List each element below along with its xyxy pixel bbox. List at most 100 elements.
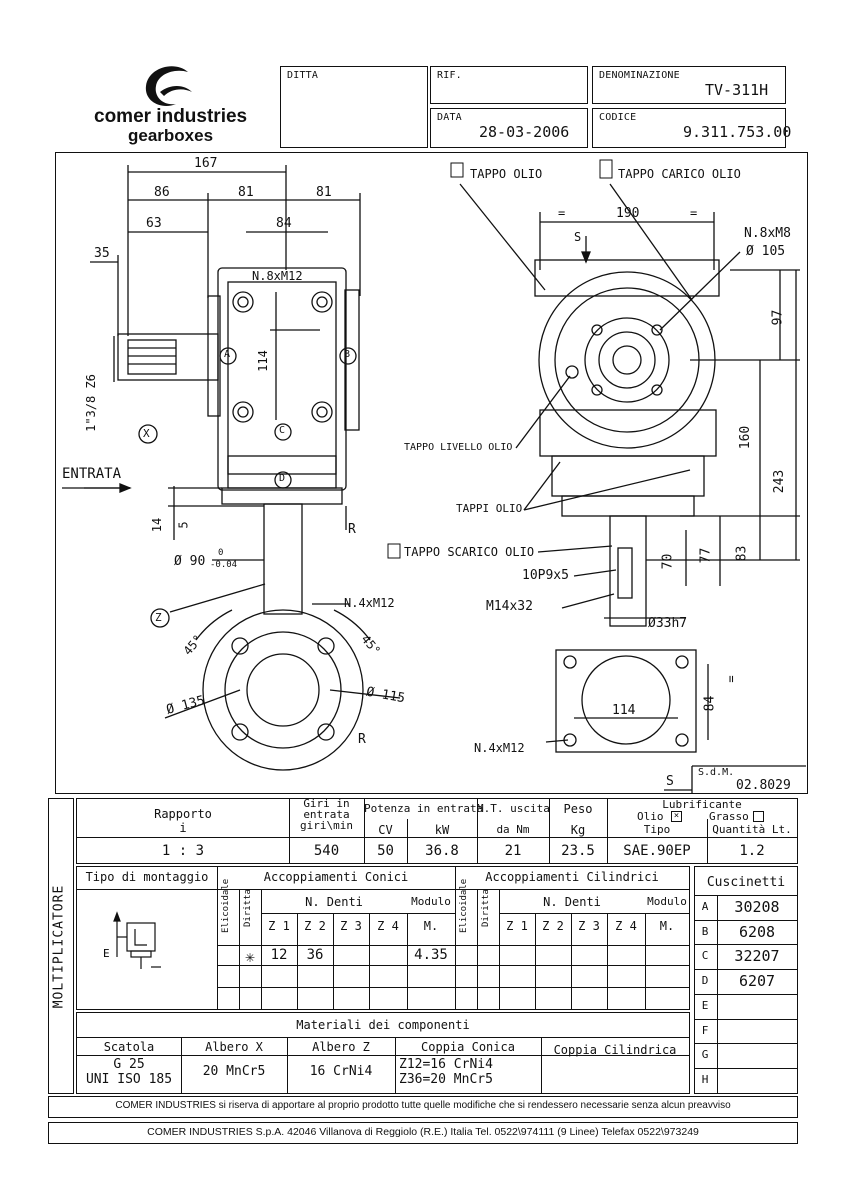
mt-label: M.T. uscita [477,802,550,815]
mounting-title: Tipo di montaggio [85,870,209,884]
cilindrici-diritta: Diritta [481,889,491,927]
rapporto-value: 1 : 3 [161,843,205,859]
materiali-title: Materiali dei componenti [296,1018,470,1032]
bearing-key-b: B [701,924,709,938]
scatola-value-1: G 25 [113,1057,145,1072]
dim-14: 14 [150,517,165,533]
giri-label-3: giri\min [300,819,353,832]
grasso-checkbox[interactable] [753,811,764,822]
dim-63: 63 [146,216,162,231]
company-sub: gearboxes [128,126,214,145]
coppia-conica-label: Coppia Conica [421,1040,515,1054]
dim-d90-lower: -0.04 [210,560,238,570]
giri-label-2: entrata [303,808,350,821]
couplings-table: Tipo di montaggio E Accoppiamenti Conici… [76,866,690,1010]
coppia-conica-value-1: Z12=16 CrNi4 [399,1057,493,1072]
cilindrici-modulo: Modulo [647,895,687,908]
cilindrici-z4: Z 4 [615,919,637,933]
quantita-value: 1.2 [739,843,765,859]
lubrificante-label: Lubrificante [662,798,742,811]
mt-value: 21 [504,843,522,859]
tappo-carico-olio-label: TAPPO CARICO OLIO [618,167,741,181]
dim-114-left: 114 [255,350,270,372]
bearing-key-a: A [701,900,709,913]
dim-eq-1: = [558,206,566,220]
coniche-diritta: Diritta [243,889,253,927]
cilindrici-z2: Z 2 [542,919,564,933]
bearing-row-divider [694,919,798,921]
shaft-z-label: Z [155,611,162,624]
coniche-title: Accoppiamenti Conici [263,870,409,884]
bearing-d-label: D [279,473,286,484]
bearing-a-label: A [224,349,231,360]
denominazione-value: TV-311H [705,81,769,99]
albero-x-value: 20 MnCr5 [202,1064,266,1079]
olio-label: Olio [637,810,664,823]
dim-35: 35 [94,246,110,261]
kw-value: 36.8 [425,843,459,859]
dim-d105: Ø 105 [746,244,786,259]
codice-label: CODICE [599,112,637,123]
coniche-elicoidale: Elicoidale [221,878,231,933]
peso-value: 23.5 [561,843,595,859]
data-box: DATA 28-03-2006 [430,108,588,148]
giri-label-1: Giri in [303,797,350,810]
rif-box: RIF. [430,66,588,104]
section-s-mark: S [574,230,582,244]
dim-5: 5 [176,521,191,529]
denominazione-label: DENOMINAZIONE [599,70,680,81]
coniche-m-value: 4.35 [414,947,448,963]
dim-eq-3: = [724,675,739,683]
bearing-value-a: 30208 [734,898,780,916]
bearing-c-label: C [279,425,286,436]
dim-81a: 81 [238,185,254,200]
olio-checkbox[interactable]: × [671,811,682,822]
coniche-n-denti: N. Denti [305,895,363,909]
kw-label: kW [434,823,450,837]
dim-81b: 81 [316,185,332,200]
tappo-carico-icon [599,159,613,179]
cilindrici-m: M. [659,919,675,933]
cilindrici-n-denti: N. Denti [543,895,601,909]
footer-address-box: COMER INDUSTRIES S.p.A. 42046 Villanova … [48,1122,798,1144]
tipo-value: SAE.90EP [623,843,691,859]
bearing-value-d: 6207 [738,972,776,991]
coniche-modulo: Modulo [411,895,451,908]
cv-value: 50 [377,843,394,859]
oil-plug-icons [387,159,613,559]
dim-n8m8: N.8xM8 [744,226,791,241]
dim-n4m12-left: N.4xM12 [344,596,395,610]
giri-value: 540 [313,843,340,859]
dim-167: 167 [194,156,218,171]
peso-label: Peso [563,802,593,816]
coniche-z1: Z 1 [268,919,290,933]
dim-86: 86 [154,185,170,200]
cilindrici-elicoidale: Elicoidale [459,878,469,933]
bearing-b-label: B [344,349,351,360]
coniche-z4: Z 4 [377,919,399,933]
tappo-livello-olio-label: TAPPO LIVELLO OLIO [404,442,513,453]
specs-table: Rapporto i 1 : 3 Giri in entrata giri\mi… [76,798,798,864]
dim-84: 84 [276,216,292,231]
bearing-row-divider [694,1018,798,1020]
bearing-value-b: 6208 [738,922,776,941]
bearing-key-f: F [701,1023,709,1037]
codice-value: 9.311.753.00 [683,123,792,141]
tappo-scarico-olio-label: TAPPO SCARICO OLIO [404,545,535,559]
sdm-value: 02.8029 [736,778,791,793]
codice-box: CODICE 9.311.753.00 [592,108,791,148]
bearing-key-g: G [701,1048,709,1062]
albero-z-label: Albero Z [312,1040,370,1054]
footer-note: COMER INDUSTRIES si riserva di apportare… [115,1100,731,1111]
bearing-key-h: H [701,1072,709,1086]
bearing-value-c: 32207 [734,947,780,966]
dim-160: 160 [738,425,754,450]
comer-logo-icon [145,66,192,106]
dim-r-bottom: R [358,732,366,747]
scatola-value-2: UNI ISO 185 [85,1072,173,1087]
peso-unit: Kg [570,823,586,837]
shaft-x-label: X [143,427,150,440]
bearing-row-divider [694,1043,798,1045]
footer-address: COMER INDUSTRIES S.p.A. 42046 Villanova … [147,1126,699,1138]
footer-note-box: COMER INDUSTRIES si riserva di apportare… [48,1096,798,1118]
